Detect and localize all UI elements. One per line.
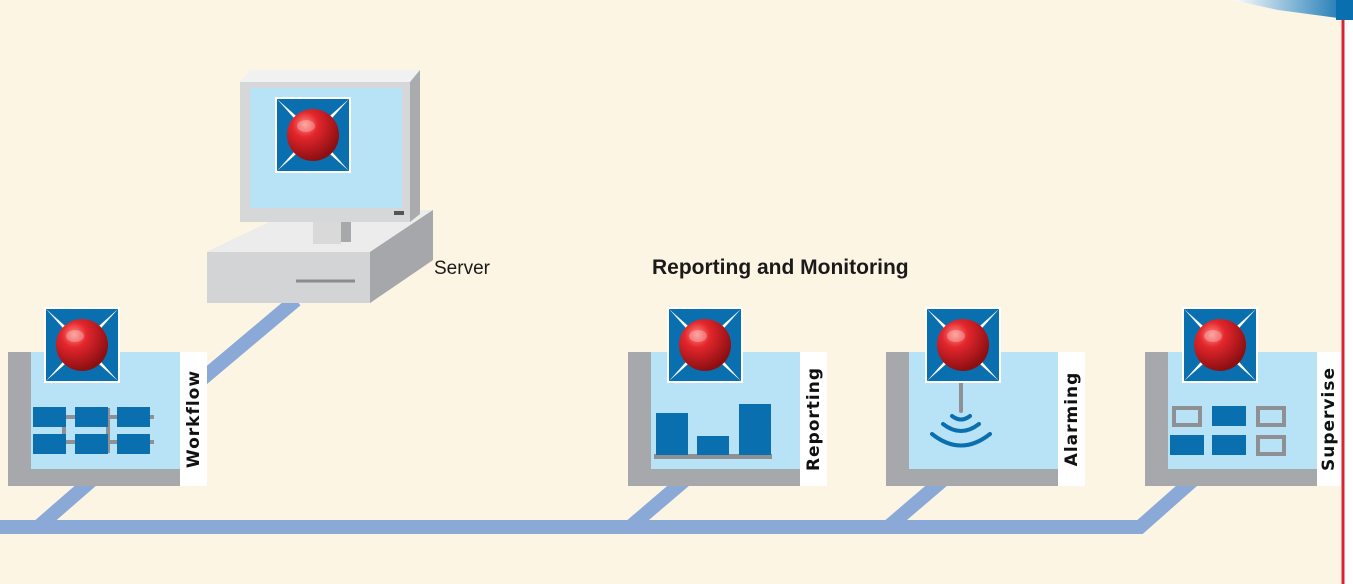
module-label-reporting: Reporting	[804, 366, 824, 472]
network-link-server	[190, 294, 301, 391]
module-label-alarming: Alarming	[1062, 371, 1082, 467]
bar-chart-icon	[654, 404, 772, 459]
alarming-logo-icon	[925, 307, 1001, 383]
network-branch-workflow	[33, 474, 97, 533]
network-branch-reporting	[625, 474, 690, 533]
reporting-monitoring-title: Reporting and Monitoring	[652, 256, 909, 279]
corner-swoosh	[1232, 0, 1353, 20]
module-alarming	[886, 352, 1085, 486]
signal-waves-icon	[930, 381, 992, 448]
network-main-line	[0, 468, 1205, 534]
server-logo-icon	[275, 97, 351, 173]
network-bus	[0, 294, 1205, 534]
server-label: Server	[434, 258, 490, 279]
module-label-workflow: Workflow	[184, 369, 204, 469]
workflow-logo-icon	[44, 307, 120, 383]
grid-boxes-icon	[1170, 406, 1286, 456]
module-reporting	[628, 352, 827, 486]
reporting-logo-icon	[667, 307, 743, 383]
workflow-blocks-icon	[33, 407, 154, 454]
network-branch-alarming	[883, 474, 948, 533]
supervise-logo-icon	[1182, 307, 1258, 383]
module-label-supervise: Supervise	[1319, 367, 1339, 471]
